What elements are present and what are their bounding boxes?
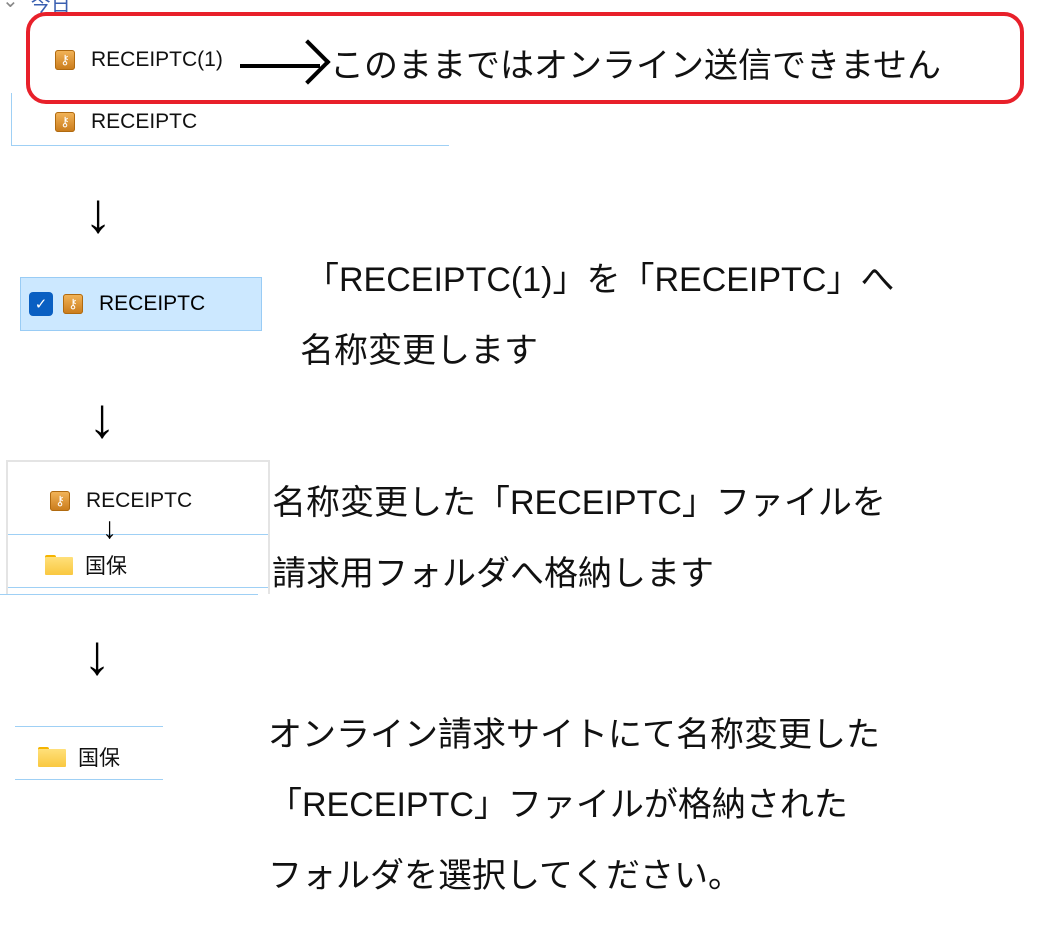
folder-icon xyxy=(38,747,66,767)
warning-highlight-box xyxy=(26,12,1024,104)
down-arrow-icon: ↓ xyxy=(88,386,116,449)
folder-name: 国保 xyxy=(78,747,120,770)
file-name: RECEIPTC xyxy=(99,292,206,315)
file-row-original-frame xyxy=(11,93,449,146)
down-arrow-icon: ↓ xyxy=(84,181,112,244)
file-name: RECEIPTC(1) xyxy=(91,48,223,71)
step1-line1: 「RECEIPTC(1)」を「RECEIPTC」へ xyxy=(305,261,895,299)
right-arrow-icon xyxy=(240,64,320,68)
file-row-renamed[interactable]: ✓ ⚷ RECEIPTC xyxy=(20,277,262,331)
checkbox-checked[interactable]: ✓ xyxy=(29,292,53,316)
chevron-down-icon: ⌄ xyxy=(2,0,19,12)
file-row-moved[interactable]: ⚷ RECEIPTC xyxy=(50,489,192,513)
step2-line1: 名称変更した「RECEIPTC」ファイルを xyxy=(272,484,886,522)
step3-line3: フォルダを選択してください。 xyxy=(268,857,742,895)
file-name: RECEIPTC xyxy=(91,110,198,133)
file-row-original[interactable]: ⚷ RECEIPTC xyxy=(55,110,197,134)
folder-row[interactable]: 国保 xyxy=(45,550,127,580)
key-file-icon: ⚷ xyxy=(50,491,70,511)
file-row-duplicate[interactable]: ⚷ RECEIPTC(1) xyxy=(55,48,223,72)
file-name: RECEIPTC xyxy=(86,489,193,512)
step3-line1: オンライン請求サイトにて名称変更した xyxy=(268,716,880,754)
key-file-icon: ⚷ xyxy=(55,50,75,70)
folder-name: 国保 xyxy=(85,555,127,578)
key-file-icon: ⚷ xyxy=(63,294,83,314)
small-down-arrow-icon: ↓ xyxy=(102,512,117,545)
key-file-icon: ⚷ xyxy=(55,112,75,132)
target-folder-row[interactable]: 国保 xyxy=(38,742,120,772)
warning-text: このままではオンライン送信できません xyxy=(330,47,941,85)
step2-line2: 請求用フォルダへ格納します xyxy=(272,555,714,593)
down-arrow-icon: ↓ xyxy=(83,623,111,686)
step1-line2: 名称変更します xyxy=(300,332,538,370)
folder-icon xyxy=(45,555,73,575)
move-panel xyxy=(6,460,270,594)
step3-line2: 「RECEIPTC」ファイルが格納された xyxy=(268,786,848,824)
